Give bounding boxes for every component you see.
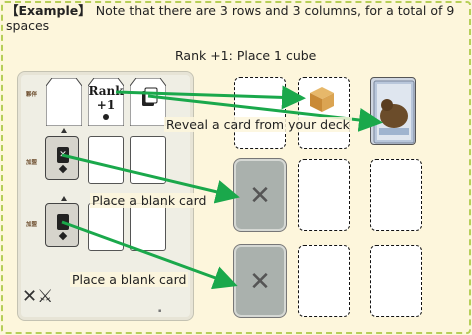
- blank-card-caption-2: Place a blank card: [70, 272, 188, 287]
- reveal-caption: Reveal a card from your deck: [164, 117, 352, 132]
- arrow-blank-1: [62, 155, 234, 196]
- blank-card-caption-1: Place a blank card: [90, 193, 208, 208]
- arrow-rank-to-cube: [116, 92, 300, 98]
